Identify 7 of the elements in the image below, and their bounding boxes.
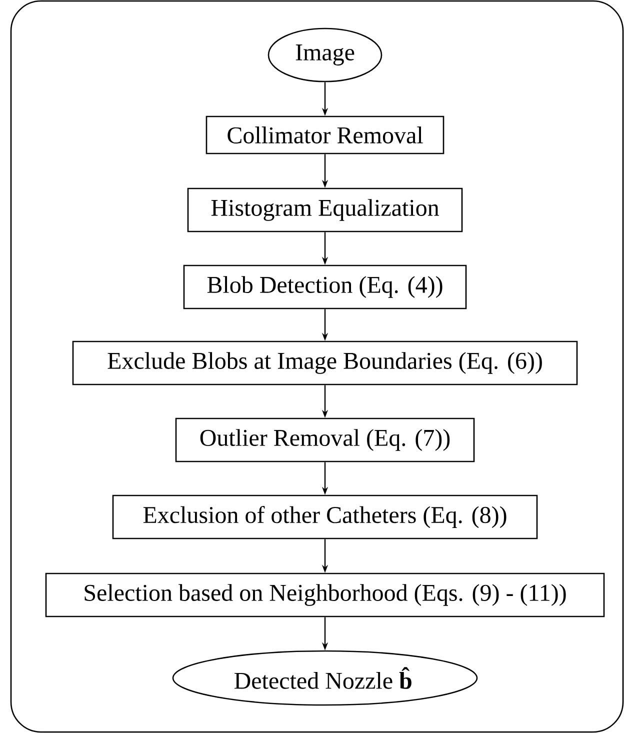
process-box: Exclude Blobs at Image Boundaries (Eq. (6)) — [72, 340, 578, 386]
process-box: Collimator Removal — [206, 116, 444, 154]
process-box: Outlier Removal (Eq. (7)) — [175, 418, 475, 462]
process-box: Selection based on Neighborhood (Eqs. (9) - (11)) — [45, 572, 605, 618]
process-box: Histogram Equalization — [187, 188, 463, 232]
process-box: Blob Detection (Eq. (4)) — [183, 264, 467, 310]
process-box: Exclusion of other Catheters (Eq. (8)) — [112, 494, 538, 540]
